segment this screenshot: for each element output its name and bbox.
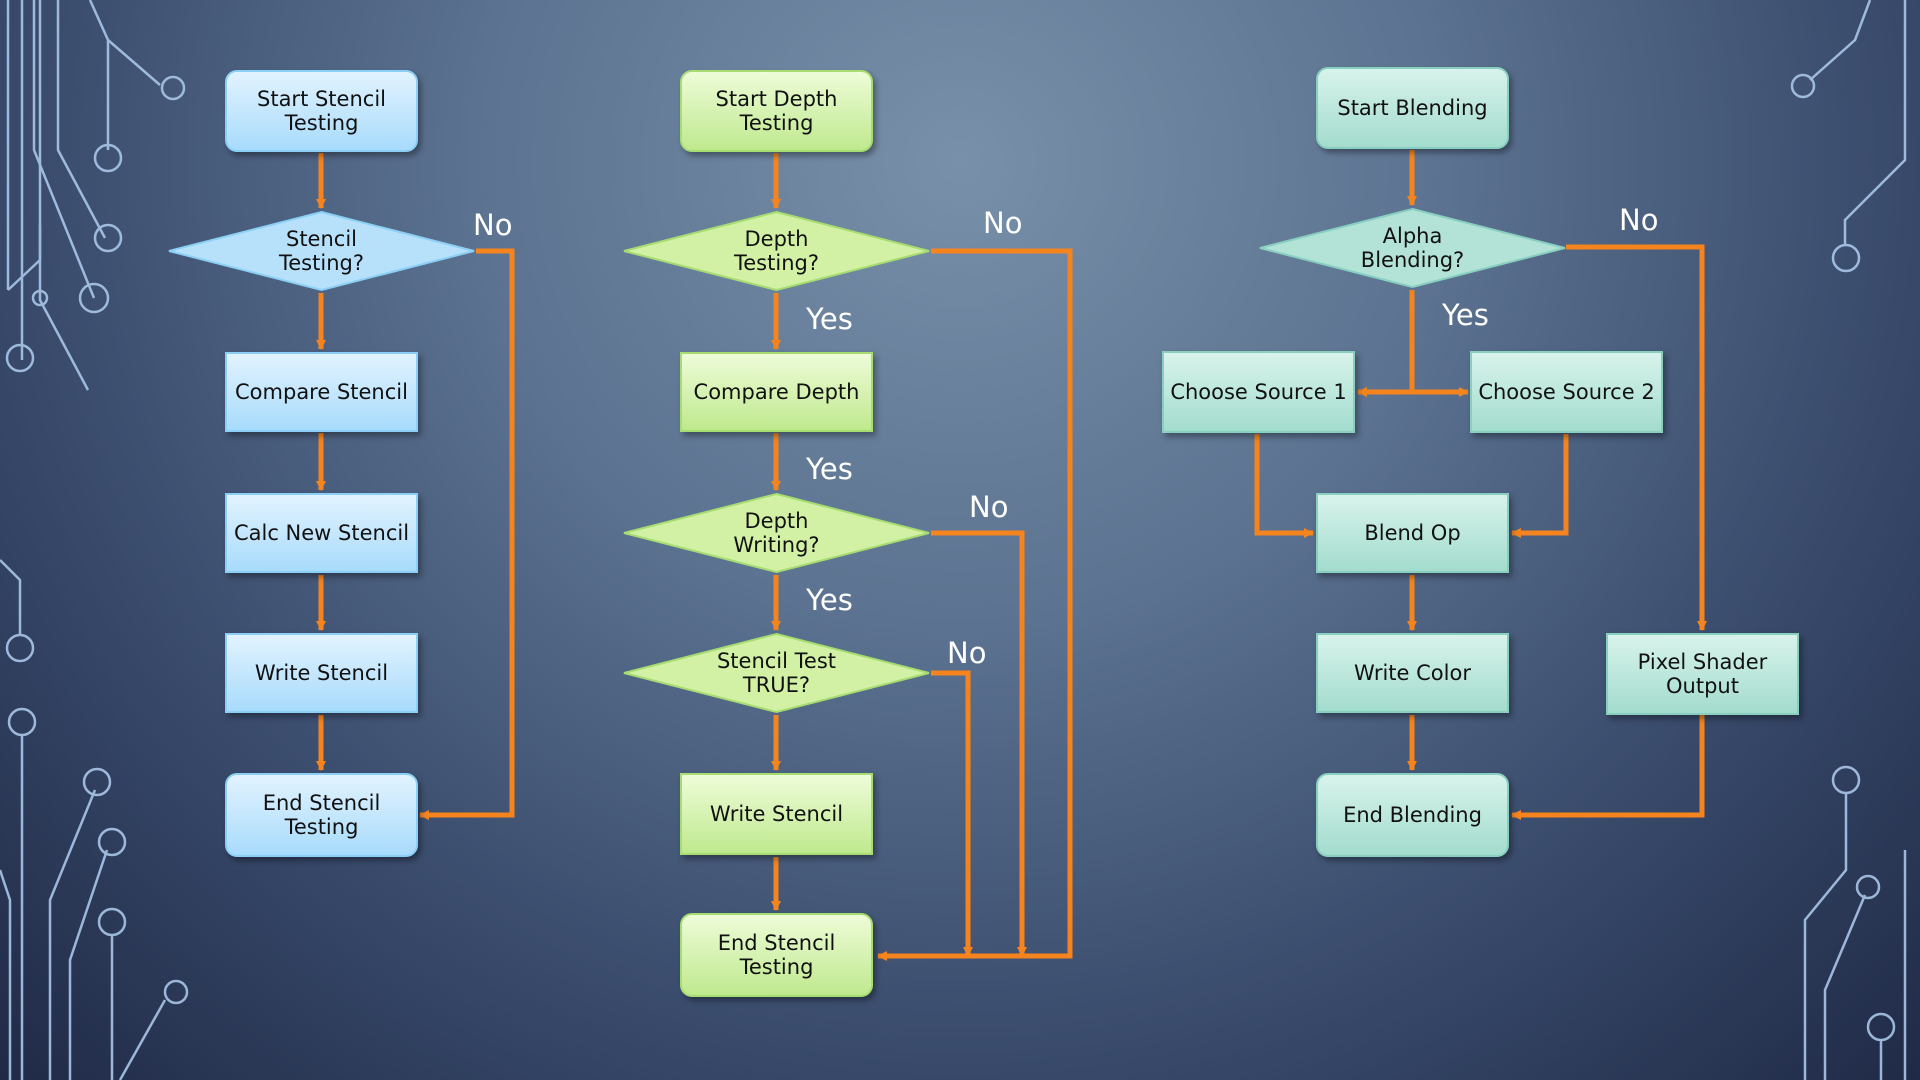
arrow-c3-pixel-end bbox=[1511, 715, 1705, 820]
write-color-node: Write Color bbox=[1316, 633, 1509, 713]
stencil-write-label: Write Stencil bbox=[254, 661, 389, 685]
depth-writing-decision-label: Depth Writing? bbox=[733, 509, 820, 557]
blend-no-label: No bbox=[1619, 203, 1659, 237]
blend-op-node: Blend Op bbox=[1316, 493, 1509, 573]
blend-end-label: End Blending bbox=[1343, 803, 1482, 827]
stencil-true-decision-label: Stencil Test TRUE? bbox=[716, 649, 837, 697]
arrow-c3-source1-blend bbox=[1254, 434, 1314, 538]
alpha-blending-decision-label: Alpha Blending? bbox=[1360, 224, 1465, 272]
arrow-c2-no1 bbox=[877, 248, 1073, 961]
depth-yes-label-3: Yes bbox=[806, 583, 853, 617]
arrow-c2-no3 bbox=[931, 670, 973, 957]
depth-end-label: End Stencil Testing bbox=[717, 931, 836, 979]
stencil-write-node: Write Stencil bbox=[225, 633, 418, 713]
stencil-start-node: Start Stencil Testing bbox=[225, 70, 418, 152]
stencil-no-label: No bbox=[473, 208, 513, 242]
depth-compare-label: Compare Depth bbox=[693, 380, 860, 404]
depth-no-label-3: No bbox=[947, 636, 987, 670]
depth-testing-decision-label: Depth Testing? bbox=[734, 227, 819, 275]
write-color-label: Write Color bbox=[1354, 661, 1471, 685]
depth-no-label-2: No bbox=[969, 490, 1009, 524]
depth-no-label-1: No bbox=[983, 206, 1023, 240]
stencil-decision-label: Stencil Testing? bbox=[279, 227, 364, 275]
stencil-calc-node: Calc New Stencil bbox=[225, 493, 418, 573]
arrow-c3-no bbox=[1566, 244, 1707, 631]
blend-start-node: Start Blending bbox=[1316, 67, 1509, 149]
arrow-c3-source2-blend bbox=[1511, 434, 1569, 538]
stencil-start-label: Start Stencil Testing bbox=[257, 87, 386, 135]
depth-yes-label-2: Yes bbox=[806, 452, 853, 486]
blend-yes-label: Yes bbox=[1442, 298, 1489, 332]
depth-writing-decision-node: Depth Writing? bbox=[622, 492, 931, 574]
choose-source1-label: Choose Source 1 bbox=[1170, 380, 1347, 404]
pixel-shader-output-label: Pixel Shader Output bbox=[1637, 650, 1768, 698]
blend-start-label: Start Blending bbox=[1337, 96, 1488, 120]
stencil-calc-label: Calc New Stencil bbox=[233, 521, 410, 545]
blend-op-label: Blend Op bbox=[1364, 521, 1461, 545]
stencil-true-decision-node: Stencil Test TRUE? bbox=[622, 632, 931, 714]
depth-end-node: End Stencil Testing bbox=[680, 913, 873, 997]
stencil-end-label: End Stencil Testing bbox=[262, 791, 381, 839]
depth-start-node: Start Depth Testing bbox=[680, 70, 873, 152]
stencil-compare-node: Compare Stencil bbox=[225, 352, 418, 432]
stencil-compare-label: Compare Stencil bbox=[235, 380, 408, 404]
depth-testing-decision-node: Depth Testing? bbox=[622, 210, 931, 292]
choose-source2-label: Choose Source 2 bbox=[1478, 380, 1655, 404]
depth-compare-node: Compare Depth bbox=[680, 352, 873, 432]
alpha-blending-decision-node: Alpha Blending? bbox=[1258, 207, 1567, 289]
pixel-shader-output-node: Pixel Shader Output bbox=[1606, 633, 1799, 715]
stencil-decision-node: Stencil Testing? bbox=[167, 210, 476, 292]
depth-write-stencil-node: Write Stencil bbox=[680, 773, 873, 855]
depth-yes-label-1: Yes bbox=[806, 302, 853, 336]
stencil-end-node: End Stencil Testing bbox=[225, 773, 418, 857]
arrow-c2-no2 bbox=[931, 530, 1027, 957]
arrow-c3-yes-source1 bbox=[1357, 290, 1415, 397]
depth-start-label: Start Depth Testing bbox=[715, 87, 838, 135]
blend-end-node: End Blending bbox=[1316, 773, 1509, 857]
choose-source2-node: Choose Source 2 bbox=[1470, 351, 1663, 433]
choose-source1-node: Choose Source 1 bbox=[1162, 351, 1355, 433]
arrow-c1-no bbox=[419, 248, 515, 820]
depth-write-stencil-label: Write Stencil bbox=[709, 802, 844, 826]
